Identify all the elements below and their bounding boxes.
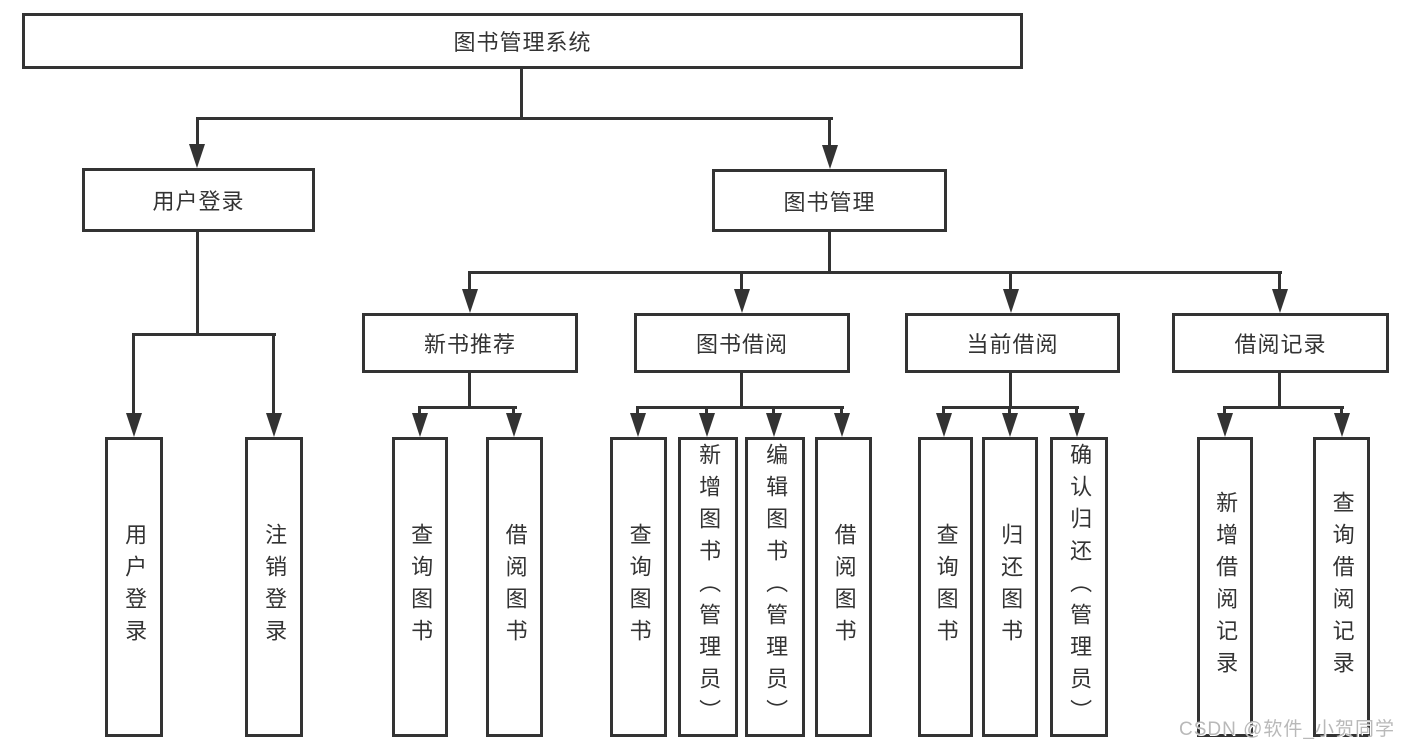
csdn-watermark: CSDN @软件_小贺同学 bbox=[1179, 719, 1395, 740]
connector-line bbox=[196, 117, 199, 148]
leaf-logout: 注销登录 bbox=[245, 437, 303, 737]
node-new-book-recommend: 新书推荐 bbox=[362, 313, 578, 373]
node-borrow-records-label: 借阅记录 bbox=[1234, 332, 1327, 357]
connector-line bbox=[520, 68, 523, 118]
leaf-borrow-book-label: 借阅图书 bbox=[831, 523, 857, 651]
connector-line bbox=[1223, 406, 1226, 418]
connector-line bbox=[418, 406, 421, 418]
leaf-query-book-borrow-label: 查询图书 bbox=[626, 523, 652, 651]
arrowhead-icon bbox=[822, 145, 838, 169]
connector-line bbox=[196, 232, 199, 336]
connector-line bbox=[468, 271, 1282, 274]
connector-line bbox=[272, 333, 275, 417]
node-root-label: 图书管理系统 bbox=[453, 30, 592, 55]
leaf-query-book-current-label: 查询图书 bbox=[933, 523, 959, 651]
connector-line bbox=[828, 232, 831, 274]
leaf-query-book-recommend: 查询图书 bbox=[392, 437, 448, 737]
connector-line bbox=[942, 406, 945, 418]
leaf-confirm-return-admin: 确认归还（管理员） bbox=[1050, 437, 1108, 737]
leaf-query-book-recommend-label: 查询图书 bbox=[408, 523, 434, 651]
node-book-management: 图书管理 bbox=[712, 169, 947, 232]
connector-line bbox=[772, 406, 775, 418]
leaf-logout-label: 注销登录 bbox=[262, 523, 288, 651]
node-root: 图书管理系统 bbox=[22, 13, 1023, 69]
connector-line bbox=[740, 373, 743, 409]
connector-line bbox=[636, 406, 639, 418]
leaf-user-login-label: 用户登录 bbox=[122, 523, 148, 651]
connector-line bbox=[196, 117, 833, 120]
node-current-borrow-label: 当前借阅 bbox=[966, 332, 1059, 357]
arrowhead-icon bbox=[126, 413, 142, 437]
connector-line bbox=[828, 117, 831, 149]
leaf-add-book-admin: 新增图书（管理员） bbox=[678, 437, 738, 737]
arrowhead-icon bbox=[266, 413, 282, 437]
node-book-borrow: 图书借阅 bbox=[634, 313, 850, 373]
arrowhead-icon bbox=[412, 413, 428, 437]
leaf-query-borrow-record: 查询借阅记录 bbox=[1313, 437, 1370, 737]
connector-line bbox=[1278, 373, 1281, 409]
leaf-add-borrow-record: 新增借阅记录 bbox=[1197, 437, 1253, 737]
leaf-borrow-book-recommend: 借阅图书 bbox=[486, 437, 543, 737]
node-user-login-label: 用户登录 bbox=[152, 189, 245, 214]
arrowhead-icon bbox=[189, 144, 205, 168]
connector-line bbox=[1009, 271, 1012, 291]
leaf-return-book-label: 归还图书 bbox=[998, 523, 1024, 651]
node-user-login: 用户登录 bbox=[82, 168, 315, 232]
node-book-management-label: 图书管理 bbox=[783, 189, 876, 215]
connector-line bbox=[840, 406, 843, 418]
node-current-borrow: 当前借阅 bbox=[905, 313, 1120, 373]
arrowhead-icon bbox=[1272, 289, 1288, 313]
node-book-borrow-label: 图书借阅 bbox=[695, 332, 788, 357]
connector-line bbox=[1223, 406, 1344, 409]
arrowhead-icon bbox=[1334, 413, 1350, 437]
connector-line bbox=[636, 406, 844, 409]
connector-line bbox=[705, 406, 708, 418]
arrowhead-icon bbox=[766, 413, 782, 437]
connector-line bbox=[1278, 271, 1281, 291]
arrowhead-icon bbox=[630, 413, 646, 437]
connector-line bbox=[468, 271, 471, 291]
leaf-user-login: 用户登录 bbox=[105, 437, 163, 737]
leaf-add-borrow-record-label: 新增借阅记录 bbox=[1213, 491, 1239, 683]
arrowhead-icon bbox=[834, 413, 850, 437]
leaf-edit-book-admin: 编辑图书（管理员） bbox=[745, 437, 805, 737]
arrowhead-icon bbox=[1002, 413, 1018, 437]
leaf-query-book-borrow: 查询图书 bbox=[610, 437, 667, 737]
arrowhead-icon bbox=[1003, 289, 1019, 313]
connector-line bbox=[740, 271, 743, 291]
leaf-query-borrow-record-label: 查询借阅记录 bbox=[1329, 491, 1355, 683]
connector-line bbox=[418, 406, 517, 409]
connector-line bbox=[1340, 406, 1343, 418]
leaf-query-book-current: 查询图书 bbox=[918, 437, 973, 737]
node-new-book-recommend-label: 新书推荐 bbox=[423, 332, 516, 357]
node-borrow-records: 借阅记录 bbox=[1172, 313, 1389, 373]
leaf-borrow-book: 借阅图书 bbox=[815, 437, 872, 737]
arrowhead-icon bbox=[734, 289, 750, 313]
connector-line bbox=[1008, 406, 1011, 418]
leaf-confirm-return-admin-label: 确认归还（管理员） bbox=[1067, 443, 1093, 731]
leaf-return-book: 归还图书 bbox=[982, 437, 1038, 737]
arrowhead-icon bbox=[936, 413, 952, 437]
connector-line bbox=[1009, 373, 1012, 409]
leaf-edit-book-admin-label: 编辑图书（管理员） bbox=[763, 443, 789, 731]
arrowhead-icon bbox=[506, 413, 522, 437]
leaf-borrow-book-recommend-label: 借阅图书 bbox=[502, 523, 528, 651]
connector-line bbox=[132, 333, 276, 336]
arrowhead-icon bbox=[699, 413, 715, 437]
connector-line bbox=[512, 406, 515, 418]
connector-line bbox=[1075, 406, 1078, 418]
arrowhead-icon bbox=[462, 289, 478, 313]
arrowhead-icon bbox=[1069, 413, 1085, 437]
connector-line bbox=[468, 373, 471, 409]
arrowhead-icon bbox=[1217, 413, 1233, 437]
connector-line bbox=[132, 333, 135, 417]
leaf-add-book-admin-label: 新增图书（管理员） bbox=[696, 443, 722, 731]
